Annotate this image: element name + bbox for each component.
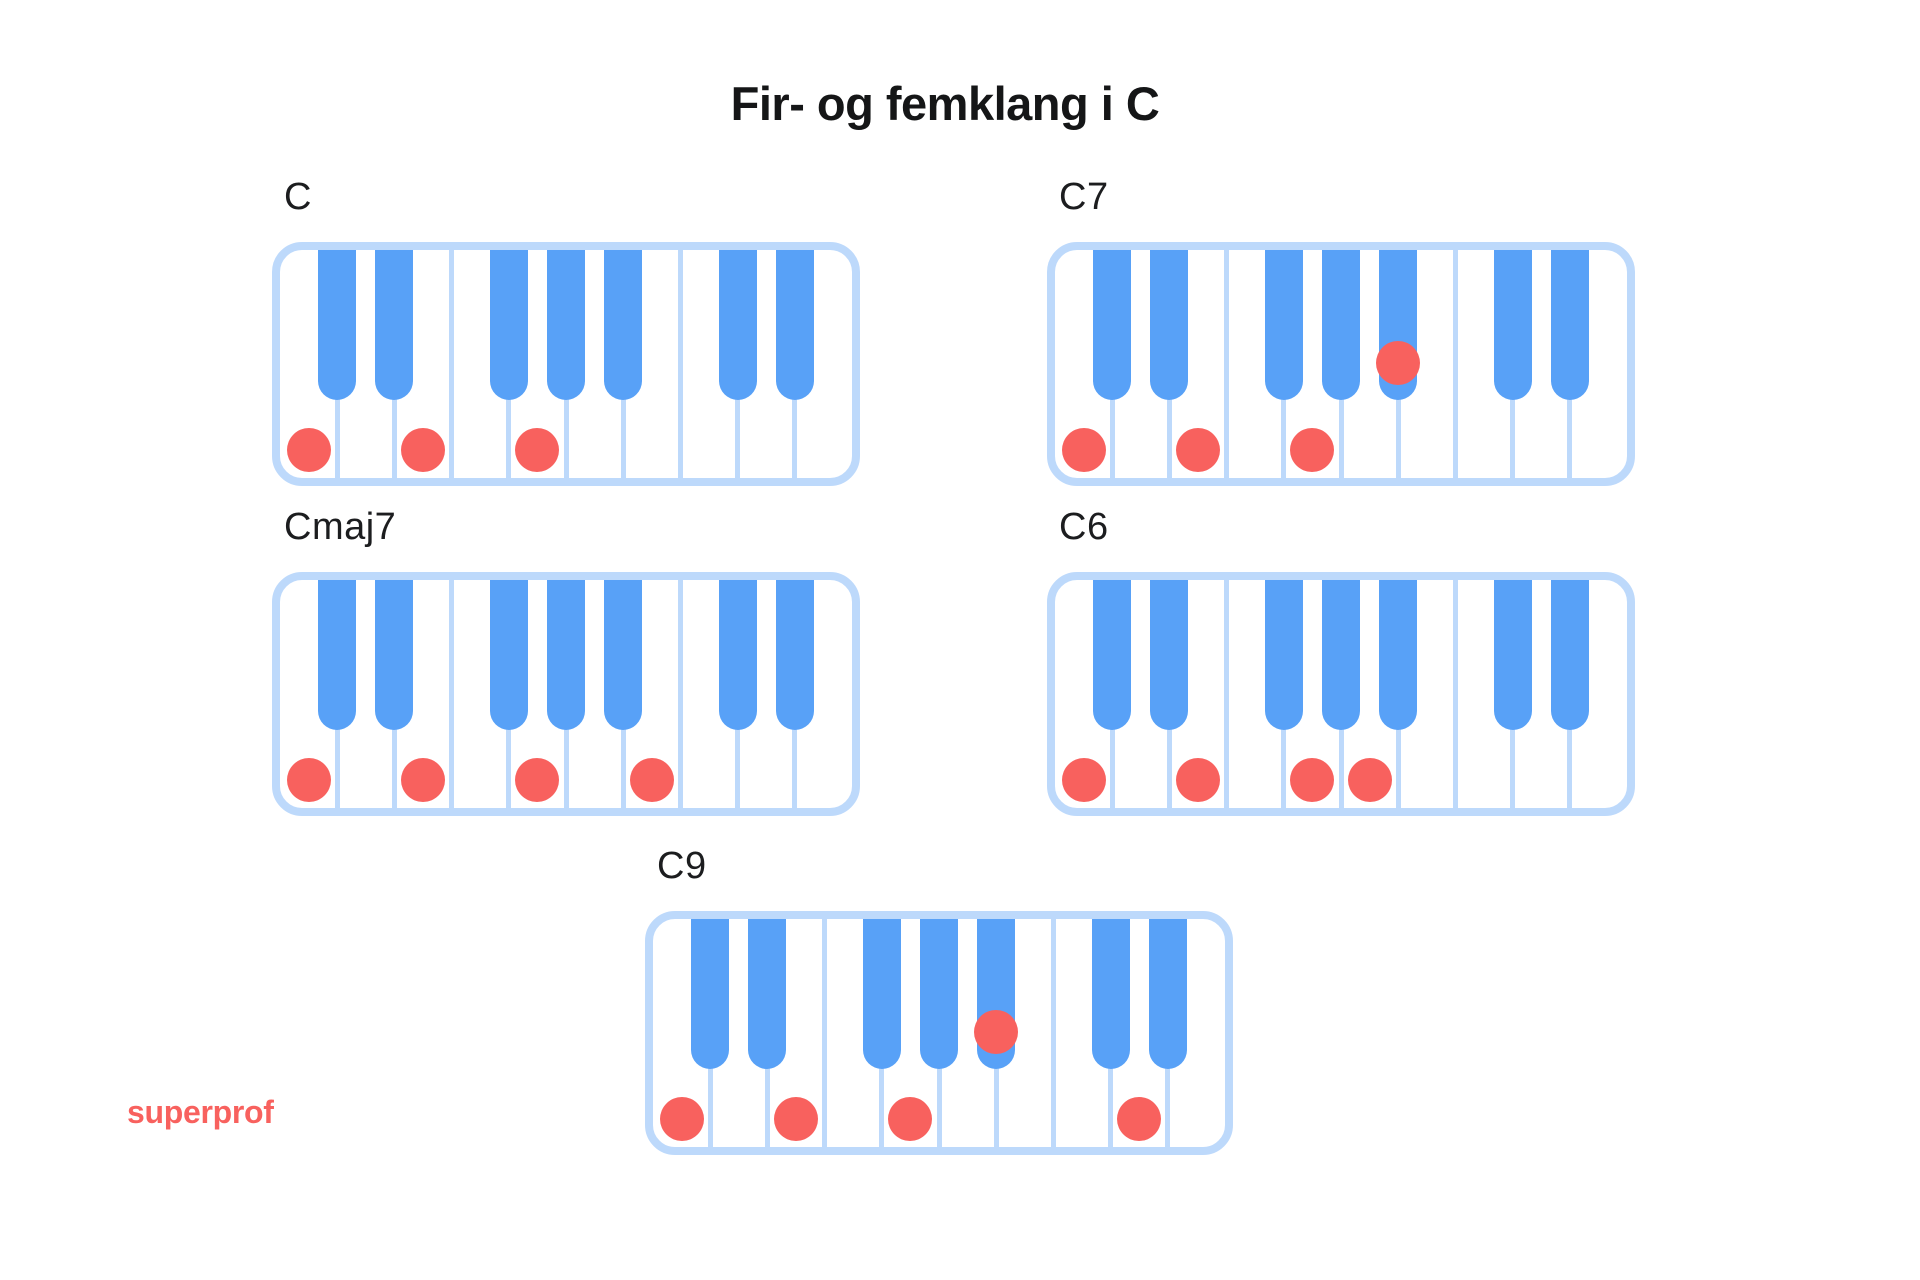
white-key-divider (449, 580, 455, 808)
chord-label: Cmaj7 (284, 506, 397, 548)
finger-dot-white-key (774, 1097, 818, 1141)
chord-label: C6 (1059, 506, 1109, 548)
black-key (1493, 580, 1532, 730)
keyboard-keys (280, 250, 852, 478)
black-key (775, 250, 814, 400)
finger-dot-white-key (659, 1097, 704, 1141)
black-key (547, 580, 585, 730)
black-key (718, 250, 757, 400)
finger-dot-white-key (1176, 758, 1220, 802)
finger-dot-white-key (629, 758, 674, 802)
finger-dot-white-key (888, 1097, 933, 1141)
black-key (1322, 250, 1360, 400)
finger-dot-black-key (1376, 341, 1421, 385)
keyboard-c9 (645, 911, 1233, 1155)
black-key (547, 250, 585, 400)
black-key (1150, 250, 1189, 400)
keyboard-c7 (1047, 242, 1635, 486)
black-key (920, 919, 958, 1069)
page-title: Fir- og femklang i C (730, 77, 1160, 130)
black-key (318, 250, 357, 400)
black-key (1550, 250, 1589, 400)
keyboard-cmaj7 (272, 572, 860, 816)
chord-diagram-cmaj7: Cmaj7 (272, 506, 860, 816)
black-key (862, 919, 901, 1069)
superprof-logo: superprof (127, 1094, 274, 1130)
finger-dot-white-key (286, 758, 331, 802)
white-key-divider (1452, 250, 1458, 478)
chord-label: C (284, 176, 312, 218)
black-key (1550, 580, 1589, 730)
chord-diagram-c: C (272, 176, 860, 486)
black-key (375, 250, 414, 400)
black-key (489, 250, 528, 400)
chord-label: C9 (657, 845, 707, 887)
black-key (375, 580, 414, 730)
finger-dot-white-key (1347, 758, 1392, 802)
black-key (1493, 250, 1532, 400)
white-key-divider (677, 250, 683, 478)
keyboard-c (272, 242, 860, 486)
finger-dot-white-key (1061, 428, 1106, 472)
finger-dot-white-key (1290, 758, 1335, 802)
finger-dot-white-key (1176, 428, 1220, 472)
black-key (1091, 919, 1130, 1069)
white-key-divider (822, 919, 828, 1147)
finger-dot-white-key (401, 758, 445, 802)
keyboard-keys (280, 580, 852, 808)
chord-diagram-c9: C9 (645, 845, 1233, 1155)
black-key (1093, 580, 1132, 730)
keyboard-keys (1055, 250, 1627, 478)
white-key-divider (1224, 580, 1230, 808)
black-key (1264, 250, 1303, 400)
chord-diagram-c6: C6 (1047, 506, 1635, 816)
black-key (604, 250, 643, 400)
black-key (489, 580, 528, 730)
black-key (604, 580, 643, 730)
finger-dot-white-key (515, 758, 560, 802)
finger-dot-white-key (1290, 428, 1335, 472)
white-key-divider (1050, 919, 1056, 1147)
black-key (1322, 580, 1360, 730)
black-key (775, 580, 814, 730)
keyboard-c6 (1047, 572, 1635, 816)
finger-dot-white-key (515, 428, 560, 472)
white-key-divider (677, 580, 683, 808)
keyboard-keys (1055, 580, 1627, 808)
black-key (1148, 919, 1187, 1069)
black-key (1379, 580, 1418, 730)
keyboard-keys (653, 919, 1225, 1147)
white-key-divider (1452, 580, 1458, 808)
black-key (718, 580, 757, 730)
black-key (1150, 580, 1189, 730)
black-key (748, 919, 787, 1069)
chord-diagram-c7: C7 (1047, 176, 1635, 486)
white-key-divider (449, 250, 455, 478)
finger-dot-black-key (974, 1010, 1019, 1054)
white-key-divider (1224, 250, 1230, 478)
finger-dot-white-key (1117, 1097, 1162, 1141)
finger-dot-white-key (286, 428, 331, 472)
finger-dot-white-key (401, 428, 445, 472)
black-key (691, 919, 730, 1069)
black-key (1093, 250, 1132, 400)
black-key (1264, 580, 1303, 730)
chord-label: C7 (1059, 176, 1109, 218)
finger-dot-white-key (1061, 758, 1106, 802)
black-key (318, 580, 357, 730)
